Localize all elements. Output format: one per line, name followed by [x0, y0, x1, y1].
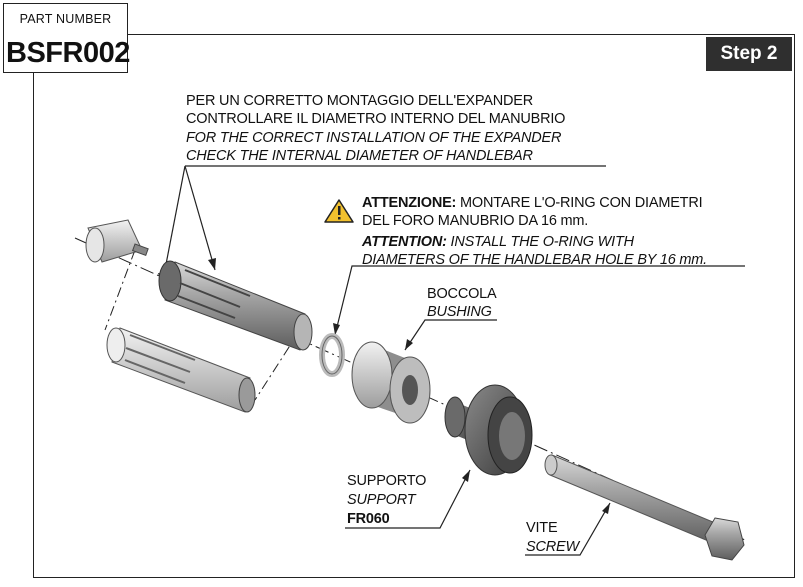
part-number-value: BSFR002 [6, 37, 130, 69]
warning-en-bold: ATTENTION: [362, 234, 447, 250]
warning-it-line1: ATTENZIONE: MONTARE L'O-RING CON DIAMETR… [362, 194, 703, 212]
screw-part [544, 454, 745, 561]
cone-wedge [85, 219, 149, 263]
screw-label-it: VITE [526, 520, 558, 536]
bushing-part [351, 341, 431, 424]
warning-en-rest: INSTALL THE O-RING WITH [446, 234, 635, 250]
expander-lower [106, 327, 256, 413]
drawing-frame [33, 34, 795, 578]
support-part [444, 384, 533, 476]
expander-upper [158, 260, 313, 351]
o-ring [319, 333, 345, 377]
warning-it-bold: ATTENZIONE: [362, 195, 457, 211]
part-number-label: PART NUMBER [19, 12, 112, 26]
note-it-line1: PER UN CORRETTO MONTAGGIO DELL'EXPANDER [186, 93, 534, 109]
bushing-label-it: BOCCOLA [427, 286, 497, 302]
warning-triangle-icon [324, 199, 354, 223]
warning-it-line2: DEL FORO MANUBRIO DA 16 mm. [362, 213, 589, 229]
bushing-label-en: BUSHING [427, 304, 492, 320]
warning-en-line2: DIAMETERS OF THE HANDLEBAR HOLE BY 16 mm… [362, 252, 707, 268]
note-en-line1: FOR THE CORRECT INSTALLATION OF THE EXPA… [186, 130, 562, 146]
step-badge: Step 2 [706, 37, 792, 71]
warning-en-line1: ATTENTION: INSTALL THE O-RING WITH [362, 233, 634, 251]
note-it-line2: CONTROLLARE IL DIAMETRO INTERNO DEL MANU… [186, 111, 566, 127]
part-number-box: PART NUMBER BSFR002 [3, 3, 130, 73]
support-label-it: SUPPORTO [347, 473, 427, 489]
support-code: FR060 [347, 511, 390, 527]
screw-label-en: SCREW [526, 539, 579, 555]
support-label-en: SUPPORT [347, 492, 416, 508]
warning-it-rest: MONTARE L'O-RING CON DIAMETRI [456, 195, 703, 211]
note-en-line2: CHECK THE INTERNAL DIAMETER OF HANDLEBAR [186, 148, 533, 164]
